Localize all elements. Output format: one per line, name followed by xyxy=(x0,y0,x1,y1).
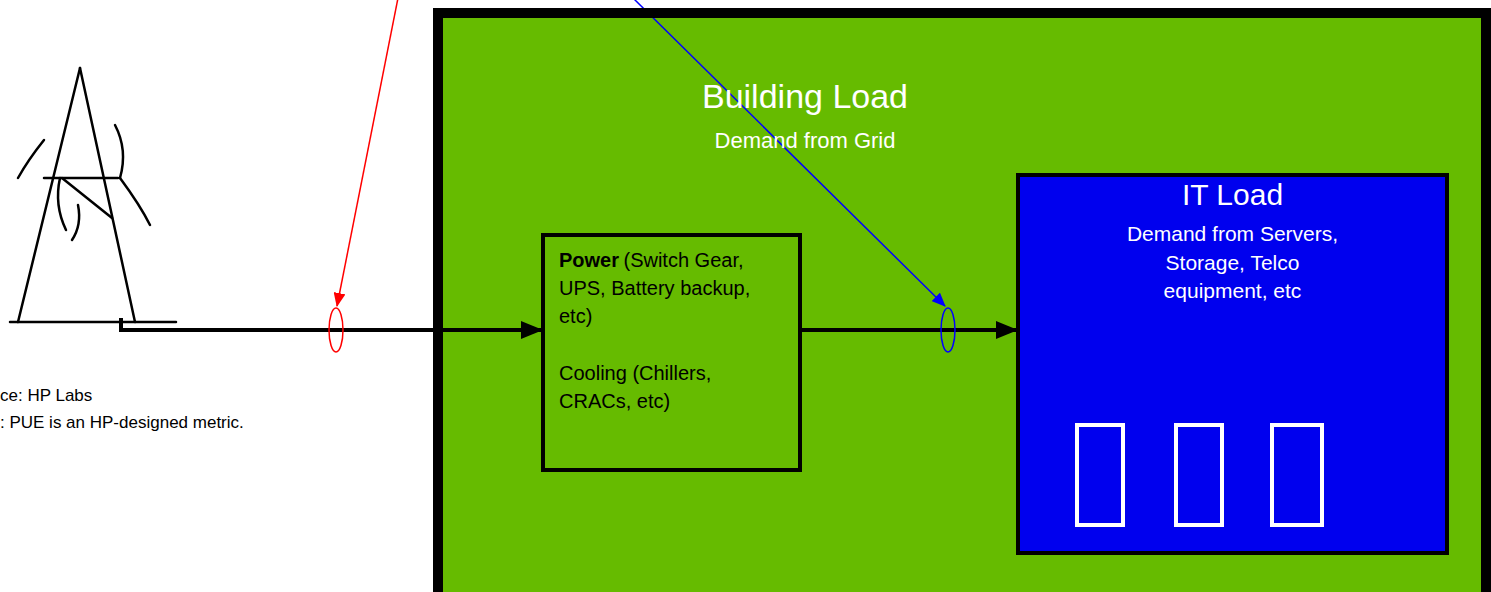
it-box: IT LoadDemand from Servers, Storage, Tel… xyxy=(1016,173,1449,555)
text-paragraph: Demand from Servers, Storage, Telco equi… xyxy=(1115,221,1350,307)
source-note: ce: HP Labs xyxy=(0,386,92,406)
text-paragraph: Demand from Grid xyxy=(655,127,955,157)
text-paragraph: IT Load xyxy=(1030,178,1435,217)
flow-arrow xyxy=(802,328,1016,332)
server-icon xyxy=(1077,425,1123,525)
server-icon xyxy=(1176,425,1222,525)
building-box: Building LoadDemand from GridPower (Swit… xyxy=(433,8,1491,592)
server-icon xyxy=(1272,425,1322,525)
box-title: Building Load xyxy=(702,77,908,115)
grid-meter-leader xyxy=(337,0,398,306)
power-tower xyxy=(10,68,176,322)
box-text: Demand from Grid xyxy=(715,128,896,153)
text-paragraph: Power (Switch Gear, UPS, Battery backup,… xyxy=(559,247,786,331)
power-box: Power (Switch Gear, UPS, Battery backup,… xyxy=(541,233,802,472)
box-title: Power xyxy=(559,249,619,271)
text-paragraph: Cooling (Chillers, CRACs, etc) xyxy=(559,360,786,416)
text-paragraph: Building Load xyxy=(655,76,955,123)
box-title: IT Load xyxy=(1182,178,1283,211)
box-text: Demand from Servers, Storage, Telco equi… xyxy=(1127,222,1338,302)
box-header: Building LoadDemand from Grid xyxy=(655,76,955,157)
grid-meter-ring xyxy=(329,308,343,352)
box-text: Cooling (Chillers, CRACs, etc) xyxy=(559,362,711,412)
grid-feed-line xyxy=(121,318,541,330)
source-note: : PUE is an HP-designed metric. xyxy=(0,413,244,433)
building-fill xyxy=(433,8,1491,592)
space xyxy=(619,253,623,270)
it-meter-ring xyxy=(941,308,955,352)
